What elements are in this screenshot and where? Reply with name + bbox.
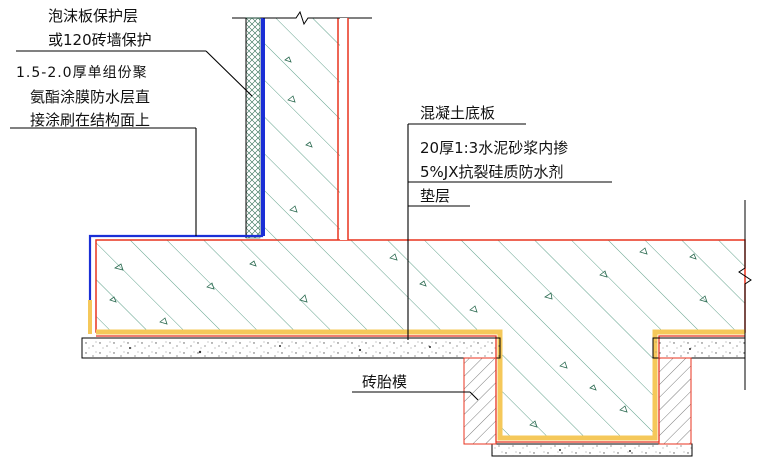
label-mortar-line2: 5%JX抗裂硅质防水剂 xyxy=(420,163,564,181)
label-concrete-base-slab: 混凝土底板 xyxy=(420,104,495,122)
label-pu-coating-line3: 接涂刷在结构面上 xyxy=(30,111,150,129)
annotation-labels: 泡沫板保护层 或120砖墙保护 1.5-2.0厚单组份聚 氨酯涂膜防水层直 接涂… xyxy=(16,7,568,391)
right-break-line xyxy=(738,200,752,390)
label-pu-coating-line1: 1.5-2.0厚单组份聚 xyxy=(16,65,148,81)
mortar-layer-jx xyxy=(88,300,745,443)
label-foam-protection: 泡沫板保护层 xyxy=(48,7,138,25)
label-cushion: 垫层 xyxy=(420,187,450,205)
label-brick-wall-120: 或120砖墙保护 xyxy=(48,31,152,49)
cushion-layer xyxy=(81,337,746,457)
pu-waterproof-coating xyxy=(88,18,264,300)
concrete-wall xyxy=(232,10,372,240)
leader-lines xyxy=(10,50,612,401)
label-mortar-line1: 20厚1:3水泥砂浆内掺 xyxy=(420,139,568,157)
label-pu-coating-line2: 氨酯涂膜防水层直 xyxy=(30,88,150,106)
interior-wall xyxy=(340,18,349,240)
brick-mould xyxy=(463,357,692,445)
aggregate-marks xyxy=(109,247,708,428)
foam-board-protection xyxy=(245,17,261,239)
label-brick-mould: 砖胎模 xyxy=(362,373,407,391)
